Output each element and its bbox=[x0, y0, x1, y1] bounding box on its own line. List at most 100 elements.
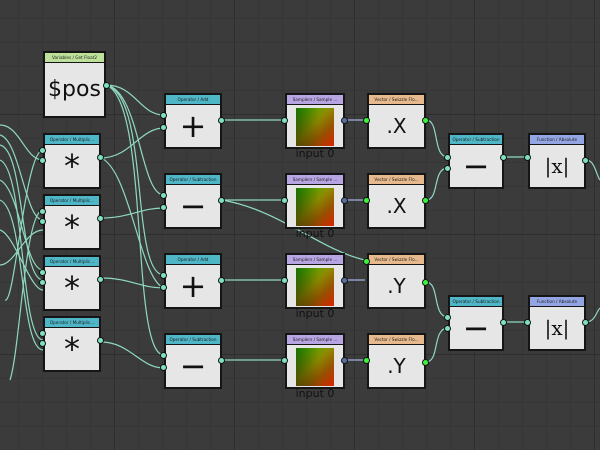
input-pin[interactable] bbox=[160, 272, 167, 279]
input-pin[interactable] bbox=[160, 204, 167, 211]
input-pin[interactable] bbox=[39, 208, 46, 215]
multiply-node[interactable]: Operator / Multiplic... * bbox=[43, 316, 101, 372]
wire bbox=[0, 134, 44, 221]
input-pin[interactable] bbox=[363, 117, 370, 124]
input-pin[interactable] bbox=[281, 197, 288, 204]
absolute-node[interactable]: Function / Absolute |x| bbox=[528, 133, 586, 189]
operator-symbol: + bbox=[179, 107, 207, 145]
input-pin[interactable] bbox=[160, 352, 167, 359]
input-pin[interactable] bbox=[39, 330, 46, 337]
output-pin[interactable] bbox=[341, 197, 348, 204]
output-pin[interactable] bbox=[218, 197, 225, 204]
input-pin[interactable] bbox=[444, 154, 451, 161]
input-pin[interactable] bbox=[39, 147, 46, 154]
output-pin[interactable] bbox=[422, 279, 429, 286]
swizzle-component: .X bbox=[386, 114, 407, 138]
input-pin[interactable] bbox=[160, 124, 167, 131]
output-pin[interactable] bbox=[97, 215, 104, 222]
input-pin[interactable] bbox=[363, 197, 370, 204]
add-node[interactable]: Operator / Add + bbox=[164, 93, 222, 149]
node-header: Samplers / Sample ... bbox=[287, 95, 343, 105]
input-pin[interactable] bbox=[524, 319, 531, 326]
output-pin[interactable] bbox=[97, 154, 104, 161]
operator-symbol: * bbox=[64, 330, 80, 368]
input-pin[interactable] bbox=[444, 165, 451, 172]
subtraction-node[interactable]: Operator / Subtraction − bbox=[448, 295, 504, 351]
input-pin[interactable] bbox=[39, 340, 46, 347]
node-header: Operator / Subtraction bbox=[166, 175, 220, 185]
output-pin[interactable] bbox=[500, 319, 507, 326]
output-pin[interactable] bbox=[341, 277, 348, 284]
input-pin[interactable] bbox=[444, 325, 451, 332]
texture-preview bbox=[296, 268, 334, 306]
output-pin[interactable] bbox=[218, 117, 225, 124]
input-pin[interactable] bbox=[39, 269, 46, 276]
input-pin[interactable] bbox=[39, 218, 46, 225]
node-header: Variables / Get Float2 bbox=[45, 53, 104, 63]
operator-symbol: − bbox=[179, 187, 207, 225]
wire bbox=[100, 127, 165, 159]
output-pin[interactable] bbox=[422, 359, 429, 366]
subtraction-node[interactable]: Operator / Subtraction − bbox=[164, 173, 222, 229]
node-header: Operator / Multiplic... bbox=[45, 257, 99, 267]
operator-symbol: − bbox=[462, 147, 490, 185]
node-header: Function / Absolute bbox=[530, 297, 584, 307]
output-pin[interactable] bbox=[422, 117, 429, 124]
input-pin[interactable] bbox=[160, 364, 167, 371]
wire bbox=[425, 167, 449, 201]
sample-node[interactable]: Samplers / Sample ... input 0 bbox=[285, 173, 345, 239]
swizzle-node[interactable]: Vector / Swizzle Flo... .Y bbox=[367, 253, 426, 309]
output-pin[interactable] bbox=[103, 82, 110, 89]
get-float2-node[interactable]: Variables / Get Float2 $pos bbox=[43, 51, 106, 118]
node-header: Vector / Swizzle Flo... bbox=[369, 175, 424, 185]
node-header: Function / Absolute bbox=[530, 135, 584, 145]
variable-name: $pos bbox=[48, 76, 101, 102]
input-pin[interactable] bbox=[363, 258, 370, 265]
input-pin[interactable] bbox=[363, 357, 370, 364]
output-pin[interactable] bbox=[218, 357, 225, 364]
output-pin[interactable] bbox=[97, 276, 104, 283]
wire bbox=[100, 277, 165, 289]
swizzle-node[interactable]: Vector / Swizzle Flo... .X bbox=[367, 93, 426, 149]
input-pin[interactable] bbox=[160, 112, 167, 119]
input-pin[interactable] bbox=[160, 192, 167, 199]
absolute-node[interactable]: Function / Absolute |x| bbox=[528, 295, 586, 351]
output-pin[interactable] bbox=[341, 117, 348, 124]
output-pin[interactable] bbox=[341, 357, 348, 364]
multiply-node[interactable]: Operator / Multiplic... * bbox=[43, 194, 101, 250]
swizzle-node[interactable]: Vector / Swizzle Flo... .Y bbox=[367, 333, 426, 389]
output-pin[interactable] bbox=[500, 154, 507, 161]
operator-symbol: + bbox=[179, 267, 207, 305]
sample-node[interactable]: Samplers / Sample ... input 0 bbox=[285, 253, 345, 319]
output-pin[interactable] bbox=[218, 277, 225, 284]
operator-symbol: * bbox=[64, 269, 80, 307]
subtraction-node[interactable]: Operator / Subtraction − bbox=[448, 133, 504, 189]
output-pin[interactable] bbox=[582, 319, 589, 326]
swizzle-node[interactable]: Vector / Swizzle Flo... .X bbox=[367, 173, 426, 229]
input-pin[interactable] bbox=[39, 157, 46, 164]
input-pin[interactable] bbox=[524, 154, 531, 161]
subtraction-node[interactable]: Operator / Subtraction − bbox=[164, 333, 222, 389]
input-pin[interactable] bbox=[160, 284, 167, 291]
sample-node[interactable]: Samplers / Sample ... input 0 bbox=[285, 333, 345, 399]
operator-symbol: * bbox=[64, 147, 80, 185]
sample-node[interactable]: Samplers / Sample ... input 0 bbox=[285, 93, 345, 159]
multiply-node[interactable]: Operator / Multiplic... * bbox=[43, 133, 101, 189]
output-pin[interactable] bbox=[97, 337, 104, 344]
output-pin[interactable] bbox=[582, 157, 589, 164]
input-pin[interactable] bbox=[39, 279, 46, 286]
multiply-node[interactable]: Operator / Multiplic... * bbox=[43, 255, 101, 311]
input-pin[interactable] bbox=[444, 314, 451, 321]
node-header: Vector / Swizzle Flo... bbox=[369, 255, 424, 265]
input-pin[interactable] bbox=[281, 357, 288, 364]
operator-symbol: * bbox=[64, 208, 80, 246]
output-pin[interactable] bbox=[422, 197, 429, 204]
input-pin[interactable] bbox=[281, 117, 288, 124]
wire bbox=[9, 209, 44, 381]
wire bbox=[4, 149, 44, 301]
node-header: Operator / Multiplic... bbox=[45, 135, 99, 145]
add-node[interactable]: Operator / Add + bbox=[164, 253, 222, 309]
node-header: Operator / Add bbox=[166, 255, 220, 265]
input-pin[interactable] bbox=[281, 277, 288, 284]
swizzle-component: .Y bbox=[387, 274, 406, 298]
